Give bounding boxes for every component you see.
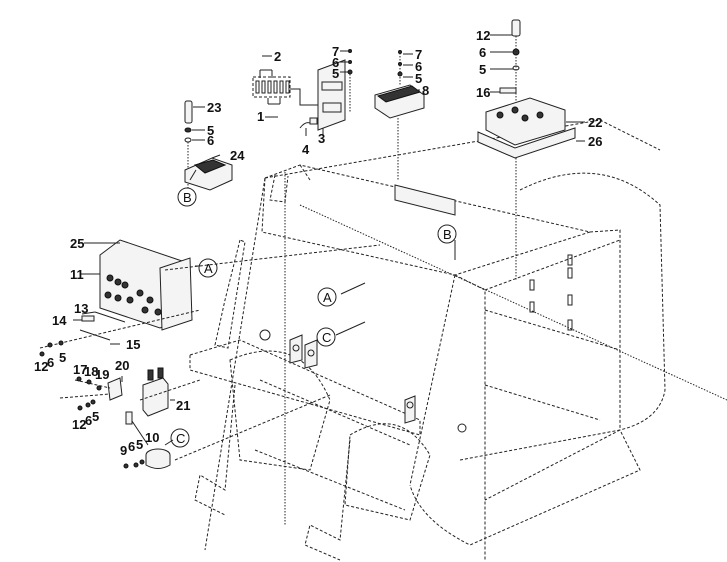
- part-label-5: 5: [92, 409, 99, 424]
- part-label-14: 14: [52, 313, 67, 328]
- part-label-5: 5: [136, 437, 143, 452]
- part-label-12: 12: [34, 359, 48, 374]
- part-label-26: 26: [588, 134, 602, 149]
- chassis-frame: [189, 119, 727, 561]
- part-label-2: 2: [274, 49, 281, 64]
- controller-11-assembly: [39, 239, 381, 349]
- part-label-22: 22: [588, 115, 602, 130]
- part-label-5: 5: [415, 71, 422, 86]
- part-label-10: 10: [145, 430, 159, 445]
- part-label-5: 5: [59, 350, 66, 365]
- part-label-6: 6: [332, 55, 339, 70]
- part-label-7: 7: [332, 44, 339, 59]
- bolt-stack-7-6-5-left: [347, 49, 353, 112]
- svg-text:C: C: [176, 431, 185, 446]
- svg-text:C: C: [322, 330, 331, 345]
- part-label-6: 6: [85, 413, 92, 428]
- part-label-6: 6: [415, 59, 422, 74]
- part-label-3: 3: [318, 131, 325, 146]
- mounting-board: [317, 59, 346, 131]
- part-label-15: 15: [126, 337, 140, 352]
- ref-marker-c-frame: C: [316, 327, 336, 347]
- part-label-18: 18: [84, 364, 98, 379]
- part-label-4: 4: [302, 142, 310, 157]
- ref-marker-b-frame: B: [437, 224, 457, 244]
- ref-marker-a-controller: A: [198, 258, 218, 278]
- heatsink-8: [374, 50, 425, 180]
- leader-lines: [73, 34, 585, 446]
- part-label-6: 6: [207, 133, 214, 148]
- contactor-21-assembly: [59, 367, 201, 417]
- part-label-21: 21: [176, 398, 190, 413]
- part-label-1: 1: [257, 109, 264, 124]
- part-label-19: 19: [95, 367, 109, 382]
- part-label-12: 12: [476, 28, 490, 43]
- part-label-11: 11: [70, 267, 84, 282]
- part-label-13: 13: [74, 301, 88, 316]
- part-label-7: 7: [415, 47, 422, 62]
- ref-marker-c-switch: C: [170, 428, 190, 448]
- small-fasteners: [39, 340, 102, 411]
- part-label-5: 5: [332, 66, 339, 81]
- part-label-24: 24: [230, 148, 245, 163]
- ref-marker-a-frame: A: [317, 287, 337, 307]
- part-label-12: 12: [72, 417, 86, 432]
- part-label-23: 23: [207, 100, 221, 115]
- svg-text:A: A: [323, 290, 332, 305]
- key-switch-10: [123, 394, 331, 469]
- svg-text:B: B: [443, 227, 452, 242]
- controller-24-assembly: [184, 100, 233, 191]
- reference-markers: B B A A C C: [170, 187, 457, 448]
- part-label-25: 25: [70, 236, 84, 251]
- harness-connector-group: [252, 69, 322, 106]
- ref-marker-b-top: B: [177, 187, 197, 207]
- part-label-6: 6: [479, 45, 486, 60]
- part-labels: 2 1 3 4 7 6 5 7 6 5 8 12 6 5 16 22 26 23…: [34, 28, 602, 458]
- part-label-8: 8: [422, 83, 429, 98]
- svg-text:B: B: [183, 190, 192, 205]
- part-label-5: 5: [207, 123, 214, 138]
- svg-text:A: A: [204, 261, 213, 276]
- controller-22-assembly: [477, 19, 576, 280]
- part-label-17: 17: [73, 362, 87, 377]
- part-label-16: 16: [476, 85, 490, 100]
- part-label-5: 5: [479, 62, 486, 77]
- small-connector-4: [299, 117, 318, 129]
- part-label-9: 9: [120, 443, 127, 458]
- part-label-6: 6: [128, 439, 135, 454]
- part-label-6: 6: [47, 355, 54, 370]
- part-label-20: 20: [115, 358, 129, 373]
